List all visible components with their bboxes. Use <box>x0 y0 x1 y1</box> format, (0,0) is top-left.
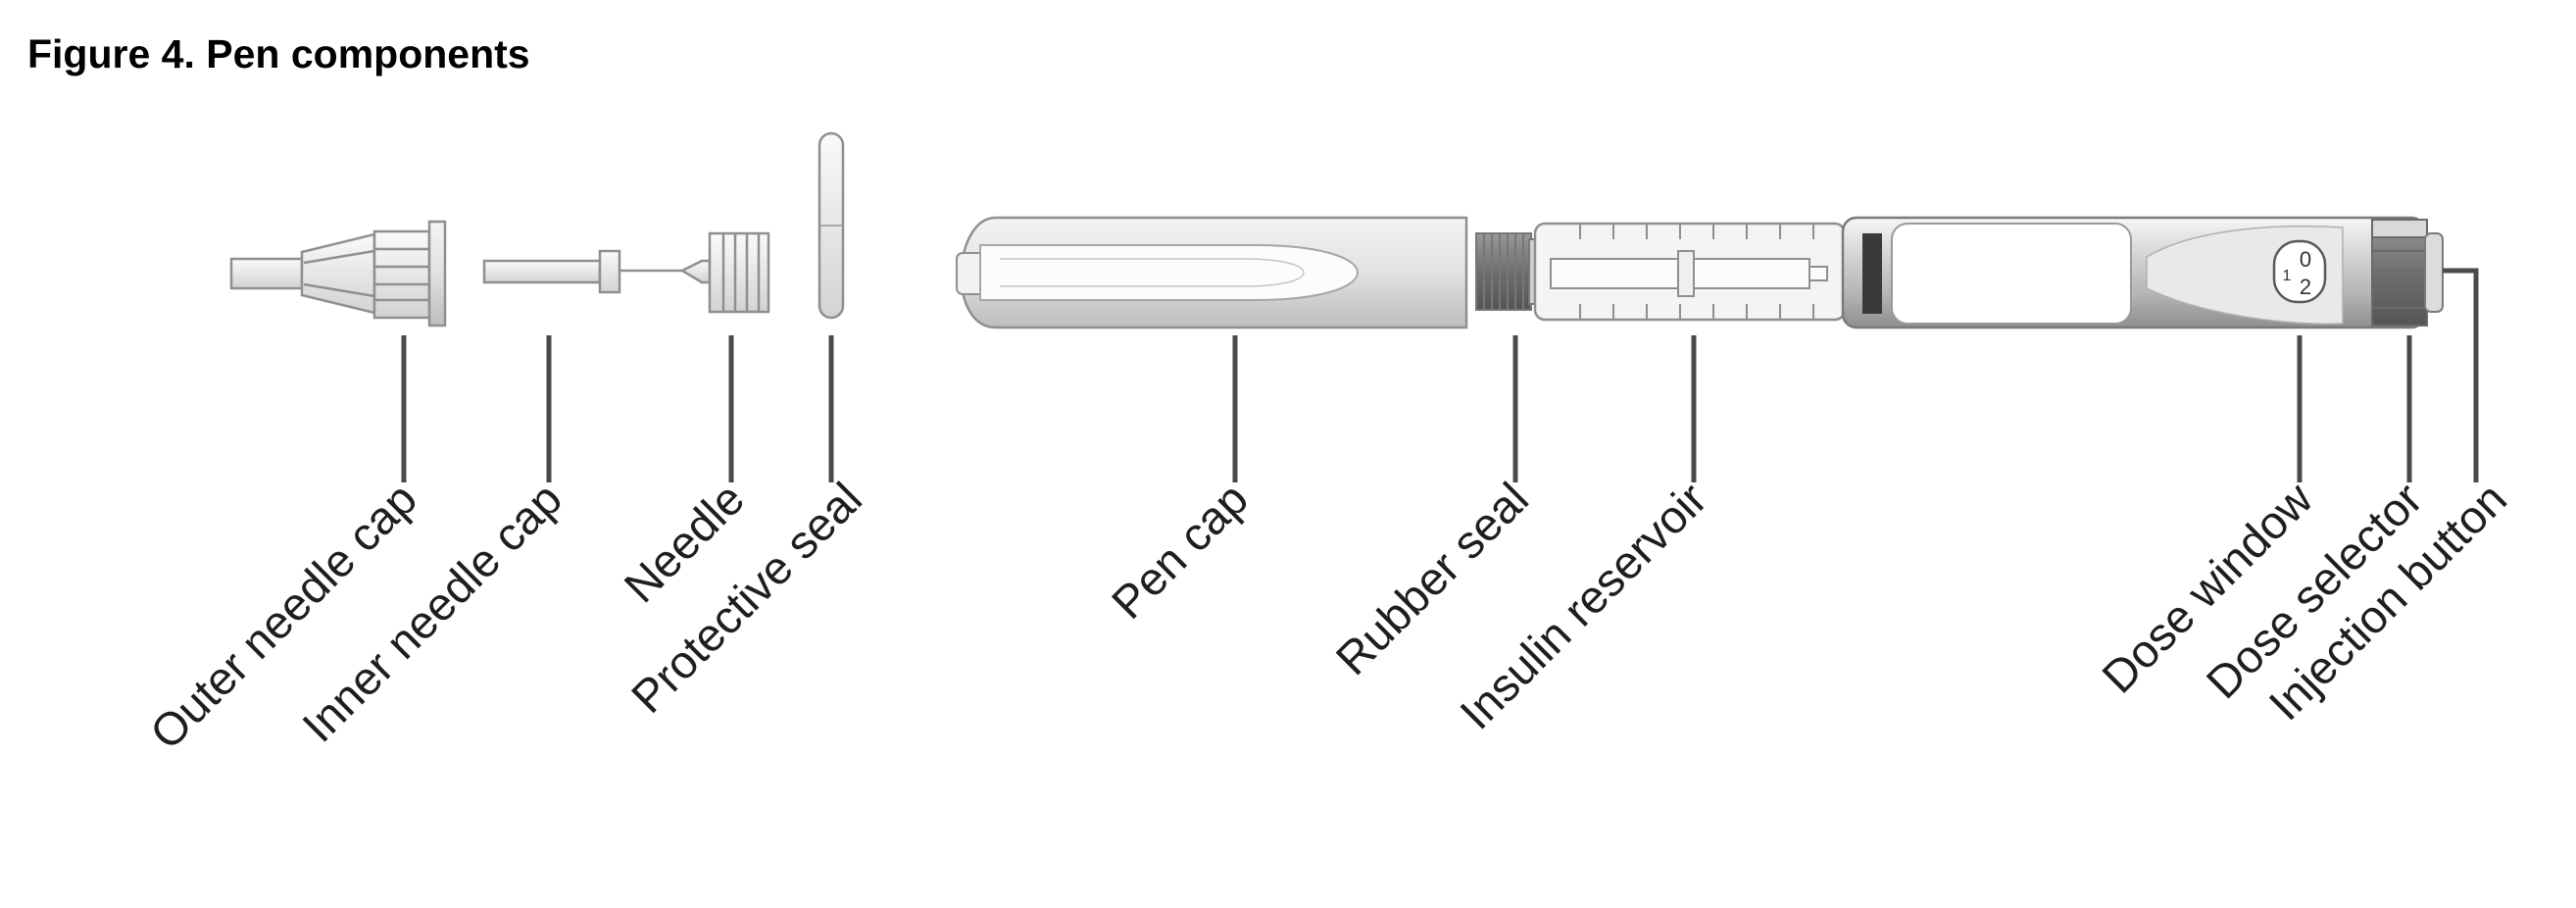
pen-cap <box>956 216 1468 329</box>
insulin-reservoir <box>1533 222 1847 322</box>
dose-selector <box>2371 219 2428 327</box>
dose-window: 0 1 2 <box>2272 239 2327 304</box>
outer-needle-cap <box>229 220 447 328</box>
needle <box>619 231 770 314</box>
leader-injection-button <box>2443 268 2479 482</box>
label-pen-cap: Pen cap <box>1102 473 1258 629</box>
inner-needle-cap <box>482 249 621 294</box>
dose-digit-0: 0 <box>2300 247 2311 272</box>
pen-body <box>1841 216 2427 329</box>
injection-button <box>2424 232 2444 313</box>
label-outer-needle-cap: Outer needle cap <box>140 473 426 759</box>
figure-title: Figure 4. Pen components <box>27 31 530 76</box>
rubber-seal <box>1475 232 1538 311</box>
protective-seal <box>817 131 845 320</box>
dose-digit-1: 1 <box>2283 268 2292 284</box>
label-inner-needle-cap: Inner needle cap <box>292 473 571 752</box>
dose-digit-2: 2 <box>2300 275 2311 299</box>
